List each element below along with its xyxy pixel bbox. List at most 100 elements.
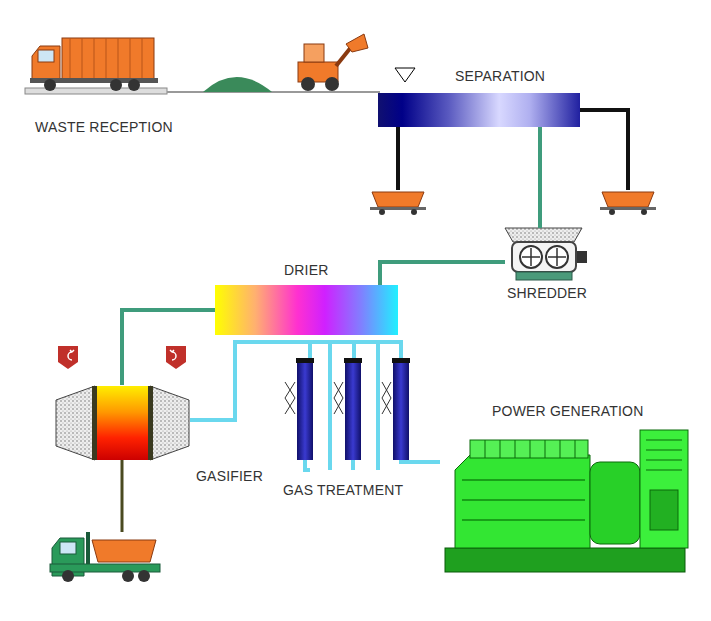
shredder-machine	[505, 228, 587, 280]
skip-base	[600, 207, 656, 210]
column-cap	[392, 358, 410, 363]
gas-engine-generator	[445, 430, 688, 572]
head-covers	[485, 440, 575, 458]
gasifier-flange	[148, 386, 153, 460]
generator-skid	[445, 548, 685, 572]
wheel	[379, 209, 385, 215]
truck-body	[62, 38, 154, 80]
column-body	[297, 363, 313, 460]
wheel	[128, 79, 140, 91]
skip-base	[370, 207, 426, 210]
loader-cab	[304, 44, 324, 62]
flag-body	[166, 346, 186, 369]
cabinet-vents	[646, 440, 682, 470]
wheel	[301, 77, 315, 91]
power-generation-area: POWER GENERATION	[440, 425, 690, 575]
stage-label: SEPARATION	[455, 68, 545, 84]
ash-discharge-line	[121, 460, 124, 532]
column-filter	[382, 382, 391, 414]
stage-label: DRIER	[284, 262, 329, 278]
loader-bucket	[346, 34, 368, 52]
skip-body	[372, 192, 424, 207]
truck-cab	[32, 46, 60, 82]
alternator	[590, 462, 640, 544]
wheel	[110, 79, 122, 91]
scrubber-column	[382, 358, 410, 460]
air-inlet-flag	[58, 346, 78, 369]
flag-body	[58, 346, 78, 369]
gasifier-end-cap	[56, 386, 95, 460]
waste-pile	[203, 77, 272, 92]
stage-label: WASTE RECEPTION	[35, 119, 173, 135]
gasifier-reactor	[95, 386, 150, 460]
control-cabinet	[640, 430, 688, 548]
air-inlet-flag	[166, 346, 186, 369]
separation-drum: SEPARATION	[378, 93, 580, 127]
ash-skip-truck	[50, 532, 160, 582]
reject-chute	[580, 110, 628, 190]
flag-arrow	[170, 350, 176, 360]
wheel	[138, 570, 150, 582]
wheel	[641, 209, 647, 215]
shredder-hopper	[505, 228, 582, 242]
truck-window	[60, 542, 76, 554]
skip-body	[602, 192, 654, 207]
wheel	[609, 209, 615, 215]
flag-arrow	[68, 350, 74, 360]
gasifier-area: GASIFIER	[55, 385, 190, 460]
gas-pipe	[305, 460, 415, 470]
wheel	[62, 570, 74, 582]
feed-hopper-symbol	[395, 68, 415, 82]
scrubber-column	[334, 358, 362, 460]
skip-body	[92, 540, 156, 562]
process-flow-line	[538, 127, 542, 228]
column-filter	[334, 382, 343, 414]
skip-arm	[86, 532, 90, 564]
column-filter	[285, 382, 295, 414]
truck-window	[38, 50, 54, 62]
truck-ribs	[70, 38, 142, 80]
skip-container	[370, 192, 426, 215]
garbage-truck	[30, 38, 158, 91]
scrubber-column	[285, 358, 314, 460]
reception-area: WASTE RECEPTION	[25, 35, 165, 92]
cylinder-head	[470, 440, 588, 458]
roller-teeth	[522, 248, 566, 266]
column-cap	[344, 358, 362, 363]
process-flow-line	[415, 460, 440, 464]
stage-label: GAS TREATMENT	[283, 482, 403, 498]
cabinet-door	[650, 490, 678, 530]
ground-line	[167, 91, 380, 93]
gasifier-vessel	[56, 386, 189, 460]
process-flow-line	[190, 342, 285, 420]
process-flow-line	[122, 310, 215, 385]
process-flow-line	[380, 262, 505, 285]
skip-container	[600, 192, 656, 215]
shredder-motor	[577, 251, 587, 263]
column-body	[393, 363, 409, 460]
drier-drum: DRIER	[215, 285, 398, 335]
column-body	[345, 363, 361, 460]
wheel	[411, 209, 417, 215]
stage-label: SHREDDER	[507, 285, 587, 301]
wheel	[325, 77, 339, 91]
gas-pipework	[285, 342, 415, 470]
wheel	[122, 570, 134, 582]
shredder-housing	[512, 242, 576, 272]
gasifier-end-cap	[150, 386, 189, 460]
gasifier-flange	[92, 386, 97, 460]
column-cap	[296, 358, 314, 363]
shredder-area: SHREDDER	[505, 228, 587, 280]
wheel	[44, 79, 56, 91]
gas-pipe	[285, 342, 310, 358]
stage-label: POWER GENERATION	[492, 403, 644, 419]
weighbridge	[25, 88, 380, 94]
engine-detail	[462, 480, 585, 520]
shredder-base	[516, 272, 572, 280]
stage-label: GASIFIER	[196, 468, 263, 484]
reject-chute	[396, 127, 400, 190]
gas-treatment-area: GAS TREATMENT	[285, 340, 415, 465]
wheel-loader	[298, 34, 368, 91]
engine-block	[455, 455, 590, 548]
